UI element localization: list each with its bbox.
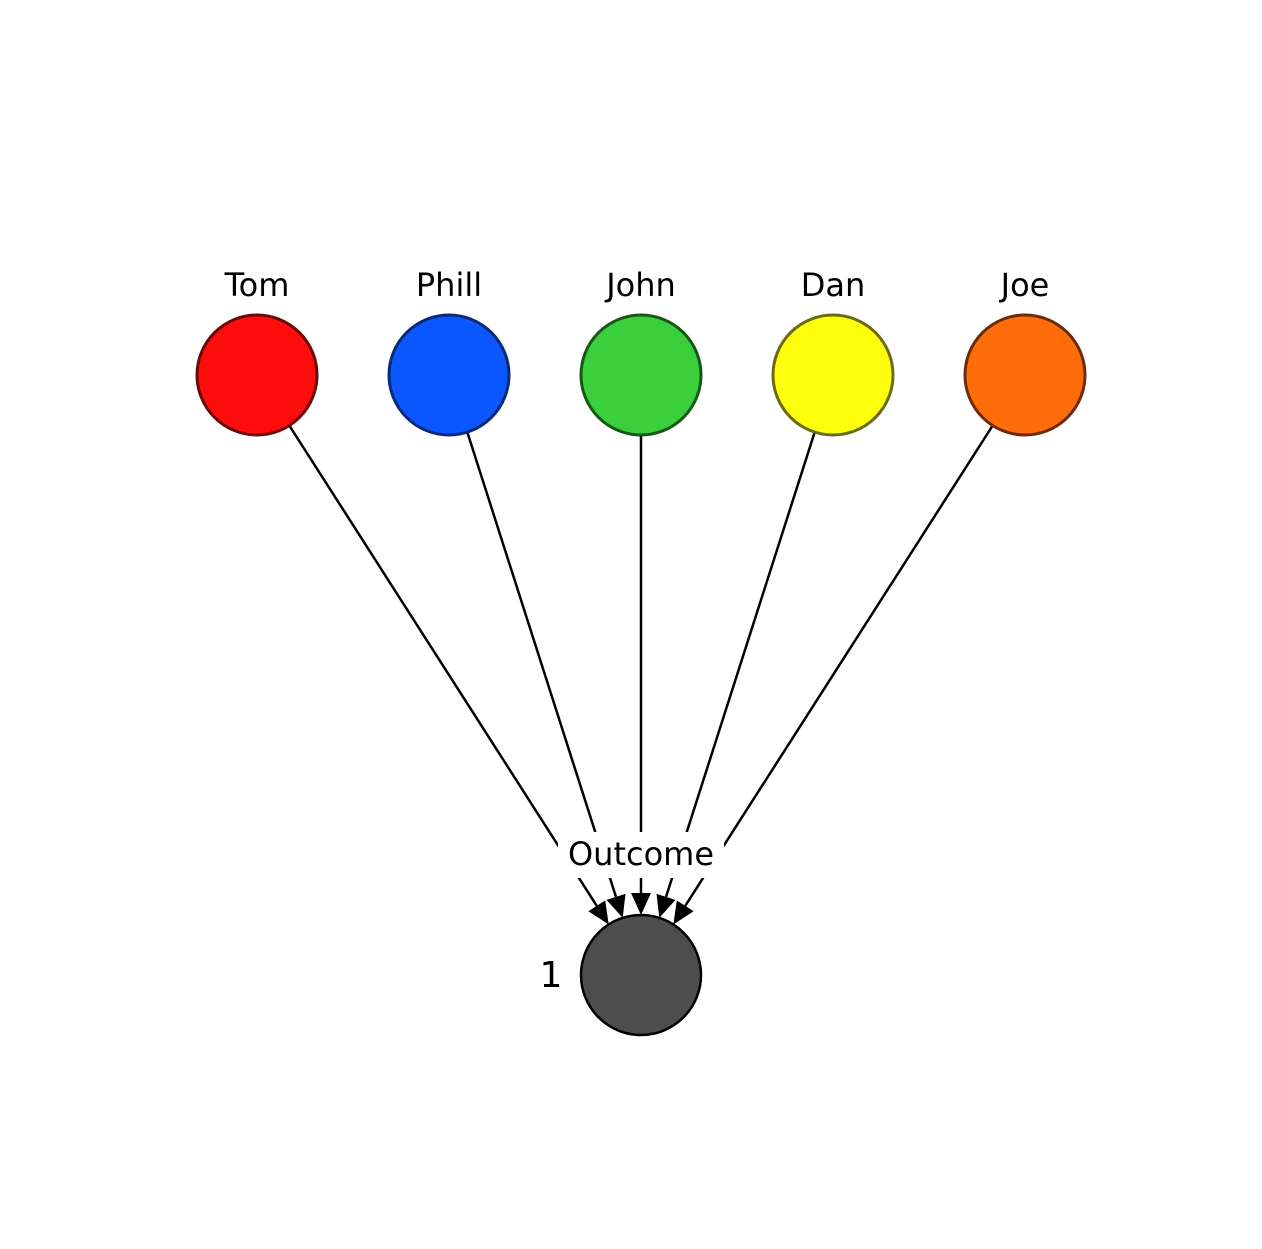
node-label-dan: Dan xyxy=(801,266,866,304)
source-nodes-group: Tom Phill John Dan Joe xyxy=(195,266,1087,437)
edge-dan xyxy=(664,431,816,898)
edge-tom xyxy=(288,424,598,907)
edge-phill xyxy=(466,431,618,898)
node-label-john: John xyxy=(604,266,676,304)
arrowhead-joe xyxy=(673,900,694,925)
node-label-joe: Joe xyxy=(999,266,1050,304)
node-phill[interactable] xyxy=(387,313,511,437)
edge-joe xyxy=(684,424,994,907)
target-count: 1 xyxy=(540,955,563,996)
edges-group xyxy=(288,424,994,925)
arrowhead-phill xyxy=(606,893,626,918)
node-joe[interactable] xyxy=(963,313,1087,437)
target-label-background xyxy=(558,832,724,878)
node-john[interactable] xyxy=(579,313,703,437)
target-node[interactable] xyxy=(579,913,703,1037)
node-tom[interactable] xyxy=(195,313,319,437)
node-label-tom: Tom xyxy=(224,266,290,304)
arrowhead-john xyxy=(631,893,651,915)
target-label: Outcome xyxy=(568,835,714,873)
arrowhead-dan xyxy=(656,893,676,918)
arrowhead-tom xyxy=(588,900,609,925)
node-label-phill: Phill xyxy=(416,266,482,304)
target-group: Outcome 1 xyxy=(540,832,724,1037)
node-dan[interactable] xyxy=(771,313,895,437)
